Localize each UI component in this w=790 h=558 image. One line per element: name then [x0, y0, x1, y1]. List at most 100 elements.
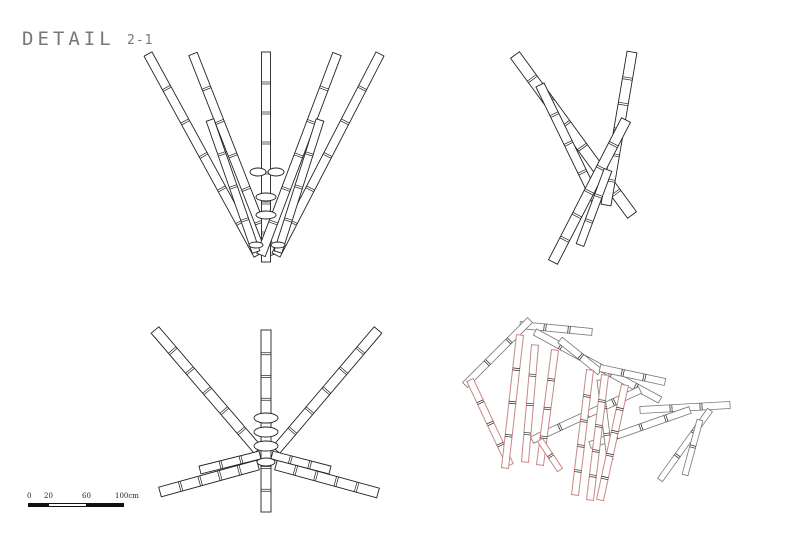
- pole-left-inner-node: [201, 85, 211, 90]
- side-pole-diagonal-node: [572, 212, 582, 218]
- pole-right-inner-node: [268, 221, 278, 226]
- plan-pole-left-node: [202, 386, 211, 394]
- axo-beam-diag-2-node: [557, 424, 561, 431]
- axo-leg-red-5-node: [574, 471, 582, 473]
- joint-cap: [248, 241, 264, 249]
- axo-beam-top-1-node: [567, 326, 569, 334]
- axonometric-view: [461, 316, 731, 502]
- pole-left-outer-node: [162, 85, 171, 90]
- axo-beam-top-2-node: [644, 374, 647, 382]
- joint-cap: [255, 192, 277, 202]
- axo-leg-red-5-body: [570, 369, 595, 496]
- axo-leg-red-6-node: [595, 426, 603, 428]
- axo-leg-red-2-node: [512, 367, 520, 369]
- axo-leg-red-3-node: [526, 404, 534, 407]
- axo-leg-red-1-node: [477, 401, 485, 405]
- scale-tick-60: 60: [82, 492, 91, 500]
- axo-beam-top-2: [598, 364, 667, 386]
- axo-beam-diag-1: [461, 316, 534, 389]
- axo-beam-post-node: [603, 434, 610, 437]
- axo-beam-leg-1-node: [675, 453, 681, 458]
- plan-pole-leg-left-node: [217, 470, 221, 481]
- axo-leg-red-4-node: [540, 435, 548, 438]
- plan-pole-leg-left-node: [199, 475, 203, 486]
- side-elevation-view: [509, 50, 638, 265]
- pole-left-inner-node: [228, 152, 237, 157]
- plan-pole-right-node: [288, 426, 298, 434]
- axo-beam-top-2-body: [598, 364, 667, 386]
- axo-leg-red-5-node: [574, 469, 582, 471]
- plan-pole-right: [271, 326, 383, 454]
- scale-tick-100: 100cm: [115, 492, 139, 500]
- side-pole-brace-node: [550, 113, 560, 118]
- pole-right-outer-node: [357, 86, 366, 92]
- axo-leg-red-1-node: [497, 443, 505, 448]
- plan-pole-short-left-body: [198, 450, 262, 475]
- axo-leg-red-7-node: [616, 406, 624, 410]
- axo-leg-red-5-node: [577, 444, 585, 446]
- plan-pole-leg-right-node: [355, 482, 360, 493]
- axo-beam-post-node: [603, 432, 610, 435]
- side-pole-diagonal: [547, 117, 632, 265]
- side-pole-diagonal-node: [583, 190, 594, 196]
- axo-leg-red-7-node: [601, 475, 609, 479]
- axo-beam-diag-2-node: [613, 398, 617, 405]
- pole-left-outer-node: [163, 86, 172, 92]
- sheet-subtitle: 2-1: [127, 33, 154, 48]
- plan-pole-right-node: [321, 388, 330, 396]
- pole-right-inner-node: [319, 87, 328, 92]
- axo-leg-red-2-node: [512, 369, 520, 371]
- plan-pole-left-node: [169, 347, 178, 356]
- side-pole-vertical-node: [618, 101, 629, 105]
- pole-left-brace: [205, 118, 261, 254]
- axo-leg-red-7: [595, 383, 630, 502]
- plan-pole-left-node: [219, 406, 228, 414]
- side-pole-diagonal-node: [560, 235, 570, 241]
- side-pole-long-node: [577, 142, 587, 150]
- axo-leg-red-3-node: [523, 432, 532, 434]
- axo-beam-leg-1-node: [674, 454, 680, 459]
- plan-pole-right-node: [305, 406, 315, 414]
- axo-leg-red-8-node: [548, 454, 554, 459]
- axo-beam-top-1-node: [569, 326, 571, 334]
- axo-beam-ridge-node: [633, 383, 637, 390]
- plan-pole-leg-left-node: [177, 481, 182, 492]
- pole-center-body: [261, 51, 271, 263]
- axo-leg-red-8: [536, 437, 564, 473]
- plan-pole-short-left-node: [240, 455, 244, 464]
- axo-beam-diag-3-node: [665, 414, 669, 422]
- axo-leg-red-6-body: [585, 374, 610, 501]
- axo-leg-red-2-node: [505, 434, 513, 436]
- joint-cap: [270, 241, 286, 249]
- side-pole-brace-node: [578, 170, 588, 176]
- pole-right-outer-node: [358, 85, 367, 90]
- axo-leg-red-7-node: [611, 431, 619, 435]
- plan-pole-leg-left-node: [236, 465, 241, 476]
- side-pole-short-body: [575, 168, 613, 247]
- axo-leg-red-6-node: [592, 449, 600, 451]
- axo-leg-red-4-node: [547, 379, 555, 382]
- pole-right-brace: [273, 118, 325, 254]
- plan-pole-leg-right-body: [274, 459, 380, 499]
- axo-leg-red-3-node: [526, 402, 534, 405]
- axo-leg-red-4-node: [539, 437, 548, 440]
- axo-beam-top-2-node: [642, 373, 645, 381]
- side-pole-short-node: [594, 195, 602, 199]
- plan-pole-leg-left-body: [158, 459, 260, 498]
- axo-leg-red-1-node: [496, 441, 504, 446]
- pole-right-brace-node: [304, 153, 313, 157]
- plan-pole-leg-right-node: [335, 476, 339, 487]
- plan-pole-short-left-node: [238, 456, 242, 464]
- axo-leg-red-6-node: [592, 451, 600, 453]
- pole-left-brace-node: [218, 153, 227, 157]
- axo-leg-red-6-node: [598, 399, 606, 401]
- axo-beam-diag-2-node: [611, 399, 615, 406]
- plan-pole-leg-left-node: [238, 464, 242, 475]
- axo-leg-red-2: [500, 334, 525, 469]
- axo-leg-red-2-node: [505, 435, 513, 438]
- plan-pole-leg-right-node: [294, 465, 299, 476]
- plan-pole-left: [150, 326, 263, 454]
- pole-left-inner: [188, 51, 277, 258]
